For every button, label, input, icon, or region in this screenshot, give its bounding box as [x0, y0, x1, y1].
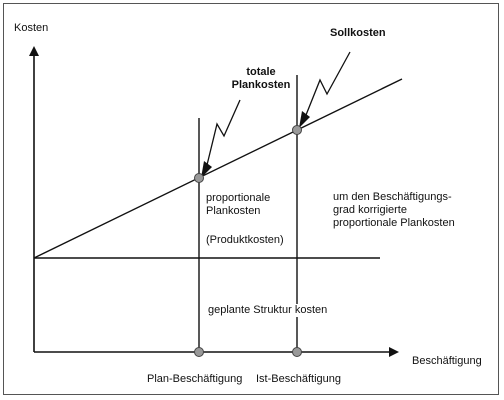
y-axis-label: Kosten	[14, 22, 49, 34]
ist-beschaeftigung-label: Ist-Beschäftigung	[256, 373, 341, 385]
sollkosten-label: Sollkosten	[330, 27, 386, 39]
totale-plankosten-label: totale Plankosten	[231, 66, 291, 91]
point-plan-axis	[194, 347, 204, 357]
x-axis-label: Beschäftigung	[412, 355, 482, 367]
plan-beschaeftigung-label: Plan-Beschäftigung	[147, 373, 243, 385]
produktkosten-label: (Produktkosten)	[206, 234, 284, 246]
strukturkosten-label: geplante Struktur kosten	[208, 304, 329, 317]
point-actual-total	[292, 125, 302, 135]
korrigierte-plankosten-label: um den Beschäftigungs- grad korrigierte …	[333, 191, 455, 229]
figure-frame	[3, 3, 499, 395]
total-cost-line	[33, 78, 403, 259]
point-plan-total	[194, 173, 204, 183]
point-actual-axis	[292, 347, 302, 357]
lightning-arrow-sollkosten	[299, 51, 351, 128]
proportionale-plankosten-label: proportionale Plankosten	[206, 192, 271, 217]
lightning-arrow-totale-plankosten	[201, 99, 241, 178]
